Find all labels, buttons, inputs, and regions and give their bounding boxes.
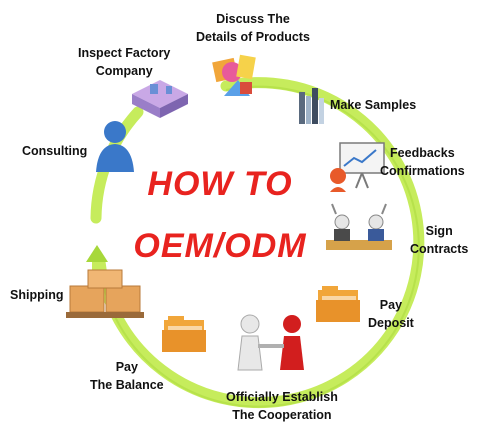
step-balance-label: Pay The Balance [90, 360, 164, 392]
title-line-1: HOW TO [147, 165, 293, 203]
title-line-2: OEM/ODM [133, 227, 307, 265]
boxes-icon [66, 269, 144, 318]
products-icon [212, 54, 256, 96]
cycle-arrow-head [86, 245, 108, 262]
cycle-arrow-stem [92, 262, 103, 276]
handshake-icon [237, 314, 304, 371]
step-sign-label: Sign Contracts [410, 224, 469, 256]
folder-icon [316, 286, 360, 322]
signing-icon [326, 203, 392, 250]
step-deposit-label: Pay Deposit [368, 298, 414, 330]
binders-icon [299, 88, 324, 124]
cycle-ring-shade [99, 85, 420, 408]
step-feedbacks-label: Feedbacks Confirmations [380, 146, 465, 178]
person-icon [96, 121, 134, 172]
step-shipping-label: Shipping [10, 288, 64, 302]
cycle-ring [94, 77, 425, 409]
folder-icon [162, 316, 206, 352]
factory-icon [132, 80, 188, 118]
step-samples-label: Make Samples [330, 98, 417, 112]
step-discuss-label: Discuss The Details of Products [196, 12, 310, 44]
step-establish-label: Officially Establish The Cooperation [226, 390, 338, 422]
step-consulting-label: Consulting [22, 144, 88, 158]
step-inspect-label: Inspect Factory Company [78, 46, 171, 78]
presentation-icon [330, 142, 385, 192]
